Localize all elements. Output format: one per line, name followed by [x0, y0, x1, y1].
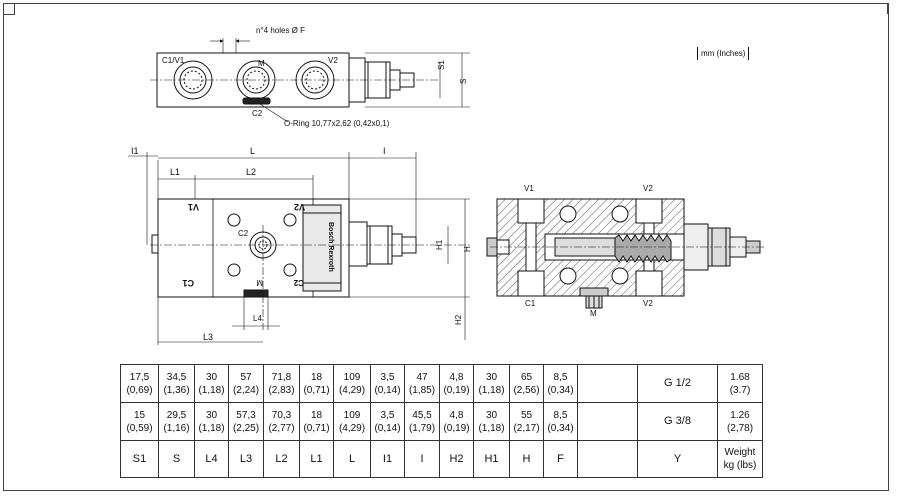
- table-header-cell: L1: [299, 440, 334, 478]
- table-cell-empty: [577, 364, 638, 403]
- table-cell: 3,5(0,14): [370, 402, 405, 441]
- dim-l: L: [250, 146, 255, 156]
- drawing-frame: [3, 3, 889, 491]
- table-cell: 4,8(0,19): [439, 364, 474, 403]
- table-header-cell: L3: [228, 440, 264, 478]
- table-header-cell: I: [404, 440, 440, 478]
- top-view: [150, 38, 470, 123]
- dim-l1: L1: [170, 167, 180, 177]
- table-header-cell: L: [333, 440, 371, 478]
- frame-corner-tr: [877, 3, 888, 14]
- table-cell: 8,5(0,34): [543, 402, 578, 441]
- table-header-cell: L2: [263, 440, 300, 478]
- front-label-c2a: C2: [238, 229, 249, 238]
- table-cell: 65(2,56): [509, 364, 544, 403]
- thread-cell: G 1/2: [637, 364, 718, 403]
- section-label-v2-top: V2: [643, 184, 653, 193]
- table-header-row: S1 S L4 L3 L2 L1 L I1 I H2 H1 H F Y Weig…: [120, 440, 763, 478]
- table-cell: 30(1,18): [473, 364, 510, 403]
- table-cell: 109(4,29): [333, 402, 371, 441]
- table-cell: 18(0,71): [299, 364, 334, 403]
- thread-cell: G 3/8: [637, 402, 718, 441]
- table-cell: 30(1,18): [194, 402, 229, 441]
- table-cell: 4,8(0,19): [439, 402, 474, 441]
- table-header-cell: H2: [439, 440, 474, 478]
- front-label-v1: V1: [188, 202, 199, 212]
- table-header-cell: S: [158, 440, 195, 478]
- table-header-cell: H: [509, 440, 544, 478]
- table-cell: 3,5(0,14): [370, 364, 405, 403]
- table-header-cell: L4: [194, 440, 229, 478]
- dim-i: I: [383, 146, 386, 156]
- dim-l4: L4: [253, 314, 262, 323]
- front-label-m: M: [256, 278, 263, 287]
- table-header-cell: I1: [370, 440, 405, 478]
- weight-cell: 1.26(2,78): [717, 402, 763, 441]
- table-cell: 109(4,29): [333, 364, 371, 403]
- front-label-c1: C1: [182, 278, 194, 288]
- table-header-cell: S1: [120, 440, 159, 478]
- dim-i1: I1: [131, 146, 139, 156]
- table-cell: 29,5(1,16): [158, 402, 195, 441]
- front-label-c2b: C2: [293, 278, 304, 287]
- table-cell: 17,5(0,69): [120, 364, 159, 403]
- front-view: [128, 152, 470, 345]
- dim-s1-top: S1: [437, 60, 446, 70]
- table-cell: 18(0,71): [299, 402, 334, 441]
- dim-h: H: [463, 246, 472, 252]
- front-label-v2: V2: [294, 202, 305, 212]
- table-header-cell: F: [543, 440, 578, 478]
- frame-corner-tl: [3, 3, 15, 15]
- brand-label: Bosch Rexroth: [327, 222, 334, 272]
- section-view: [486, 198, 765, 309]
- table-row: 17,5(0,69) 34,5(1,36) 30(1,18) 57(2,24) …: [120, 364, 763, 403]
- thread-header: Y: [637, 440, 718, 478]
- table-header-cell: H1: [473, 440, 510, 478]
- dim-l2: L2: [246, 167, 256, 177]
- table-cell: 34,5(1,36): [158, 364, 195, 403]
- top-label-c2: C2: [252, 109, 263, 118]
- section-label-v2-bottom: V2: [643, 299, 653, 308]
- top-label-m: M: [258, 59, 265, 68]
- units-label: mm (Inches): [697, 47, 750, 60]
- table-cell: 57(2,24): [228, 364, 264, 403]
- weight-cell: 1.68(3.7): [717, 364, 763, 403]
- dimensions-table: 17,5(0,69) 34,5(1,36) 30(1,18) 57(2,24) …: [120, 364, 763, 478]
- dim-h1: H1: [435, 239, 444, 250]
- table-cell: 71,8(2,83): [263, 364, 300, 403]
- table-cell-empty: [577, 440, 638, 478]
- table-cell: 30(1,18): [194, 364, 229, 403]
- dim-l3: L3: [203, 332, 213, 342]
- top-label-c1v1: C1/V1: [162, 56, 185, 65]
- table-cell: 8,5(0,34): [543, 364, 578, 403]
- table-row: 15(0,59) 29,5(1,16) 30(1,18) 57,3(2,25) …: [120, 402, 763, 441]
- table-cell: 47(1,85): [404, 364, 440, 403]
- holes-label: n°4 holes Ø F: [256, 26, 305, 35]
- table-cell: 57,3(2,25): [228, 402, 264, 441]
- table-cell-empty: [577, 402, 638, 441]
- table-cell: 15(0,59): [120, 402, 159, 441]
- dim-s-top: S: [459, 79, 468, 84]
- section-label-m: M: [590, 309, 597, 318]
- oring-label: O-Ring 10,77x2,62 (0,42x0,1): [284, 119, 390, 128]
- section-label-c1: C1: [525, 299, 536, 308]
- table-cell: 30(1,18): [473, 402, 510, 441]
- table-cell: 45,5(1,79): [404, 402, 440, 441]
- table-cell: 70,3(2,77): [263, 402, 300, 441]
- top-label-v2: V2: [328, 56, 338, 65]
- section-label-v1: V1: [524, 184, 534, 193]
- table-cell: 55(2,17): [509, 402, 544, 441]
- dim-h2: H2: [454, 314, 463, 325]
